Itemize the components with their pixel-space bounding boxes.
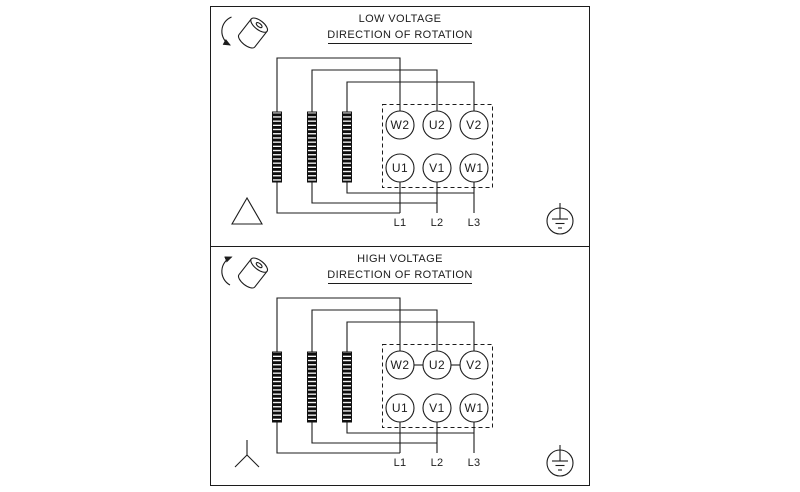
phase-label-l2: L2 [431,217,444,229]
terminal-board-outline [382,344,493,428]
terminal-u2: U2 [422,110,452,140]
terminal-u1: U1 [385,393,415,423]
terminal-circle [385,153,415,183]
earth-ground-icon [546,445,574,477]
terminal-circle [385,110,415,140]
rotation-direction-icon [221,16,269,49]
terminal-label: V2 [466,118,482,132]
terminal-circle [422,153,452,183]
terminal-v1: V1 [422,393,452,423]
terminal-circle [422,110,452,140]
terminal-label: V1 [429,161,445,175]
terminal-circle [422,350,452,380]
wye-connection-icon [234,440,260,468]
terminal-label: U1 [392,401,408,415]
terminal-v2: V2 [459,110,489,140]
terminal-board-outline [382,104,493,188]
phase-label-l1: L1 [394,217,407,229]
terminal-label: V1 [429,401,445,415]
terminal-circle [385,350,415,380]
panel-subtitle: DIRECTION OF ROTATION [327,269,473,281]
phase-label-l2: L2 [431,457,444,469]
terminal-v2: V2 [459,350,489,380]
terminal-label: W1 [465,401,484,415]
terminal-v1: V1 [422,153,452,183]
terminal-link-bar [342,351,352,423]
delta-connection-icon [231,196,263,225]
terminal-circle [385,393,415,423]
terminal-label: U2 [429,118,445,132]
terminal-circle [459,153,489,183]
high-voltage-panel: HIGH VOLTAGE DIRECTION OF ROTATION [221,253,574,477]
terminal-link-bar [307,111,317,183]
terminal-w1: W1 [459,393,489,423]
terminal-label: W2 [391,358,410,372]
terminal-w2: W2 [385,110,415,140]
rotation-arrow [221,16,232,46]
terminal-circle [459,350,489,380]
terminal-label: U1 [392,161,408,175]
panel-title: LOW VOLTAGE [359,13,442,25]
terminal-w2: W2 [385,350,415,380]
terminal-u2: U2 [422,350,452,380]
terminal-circle [459,110,489,140]
terminal-link-bars [272,111,352,183]
terminal-link-bar [342,111,352,183]
wiring-lines [276,297,475,454]
terminal-link-bar [307,351,317,423]
terminal-circle [422,393,452,423]
terminal-circle [459,393,489,423]
terminal-label: V2 [466,358,482,372]
earth-ground-icon [546,203,574,235]
low-voltage-panel: LOW VOLTAGE DIRECTION OF ROTATION [221,13,574,235]
terminal-w1: W1 [459,153,489,183]
terminal-label: W2 [391,118,410,132]
phase-label-l3: L3 [468,457,481,469]
terminal-link-bar [272,351,282,423]
terminal-label: W1 [465,161,484,175]
terminal-label: U2 [429,358,445,372]
terminal-link-bars [272,351,352,423]
rotation-arrow [221,256,233,286]
terminal-link-bar [272,111,282,183]
terminal-u1: U1 [385,153,415,183]
panel-title: HIGH VOLTAGE [357,253,443,265]
panel-subtitle: DIRECTION OF ROTATION [327,29,473,41]
rotation-direction-icon [221,256,269,289]
phase-label-l1: L1 [394,457,407,469]
phase-label-l3: L3 [468,217,481,229]
